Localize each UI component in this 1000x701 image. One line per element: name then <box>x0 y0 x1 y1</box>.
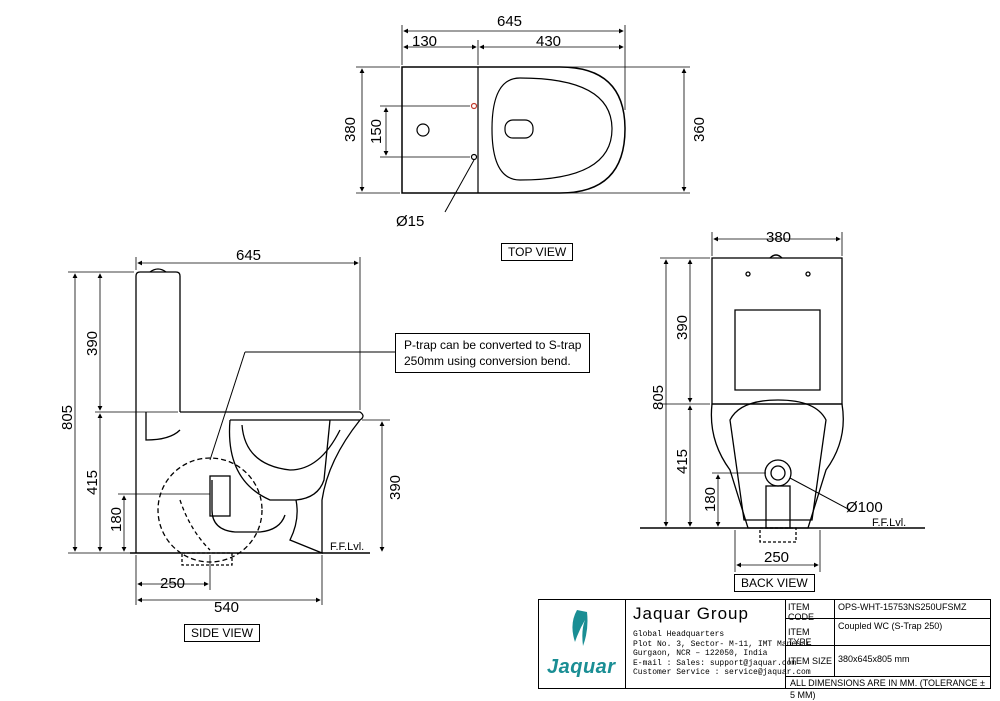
back-setout-dim: 250 <box>764 549 789 566</box>
top-hole-dia-dim: Ø15 <box>396 213 424 230</box>
back-view-drawing <box>640 232 925 572</box>
back-outlet-dim: 180 <box>702 487 719 512</box>
item-size-value: 380x645x805 mm <box>838 654 910 664</box>
side-length-dim: 645 <box>236 247 261 264</box>
back-floor-label: F.F.Lvl. <box>872 517 906 529</box>
company-name: Jaquar Group <box>633 604 749 623</box>
company-cell: Jaquar Group Global Headquarters Plot No… <box>627 600 811 677</box>
side-seat-dim: 415 <box>84 470 101 495</box>
item-code-row: ITEM CODE OPS-WHT-15753NS250UFSMZ <box>786 600 991 622</box>
item-type-value: Coupled WC (S-Trap 250) <box>838 621 943 631</box>
side-outlet-dim: 180 <box>108 507 125 532</box>
side-bowl-h-dim: 390 <box>387 475 404 500</box>
side-view-label: SIDE VIEW <box>184 624 261 642</box>
item-code-value: OPS-WHT-15753NS250UFSMZ <box>838 602 967 612</box>
back-height-dim: 805 <box>650 385 667 410</box>
side-height-dim: 805 <box>59 405 76 430</box>
item-size-key: ITEM SIZE <box>788 656 833 666</box>
top-view-label: TOP VIEW <box>501 243 574 261</box>
top-tank-dim: 130 <box>412 33 437 50</box>
top-holes-dim: 150 <box>368 119 385 144</box>
item-type-key: ITEM TYPE <box>788 627 812 647</box>
back-dia-dim: Ø100 <box>846 499 883 516</box>
item-size-row: ITEM SIZE 380x645x805 mm <box>786 646 991 676</box>
top-view-drawing <box>356 25 690 213</box>
side-floor-label: F.F.Lvl. <box>330 541 364 553</box>
item-code-key: ITEM CODE <box>788 602 815 622</box>
side-setout-dim: 250 <box>160 575 185 592</box>
back-view-label: BACK VIEW <box>734 574 815 592</box>
top-width-dim: 380 <box>342 117 359 142</box>
title-block: Jaquar Jaquar Group Global Headquarters … <box>538 599 991 700</box>
brand-logo-text: Jaquar <box>547 656 616 678</box>
dimensions-footer: ALL DIMENSIONS ARE IN MM. (TOLERANCE ± 5… <box>785 676 990 700</box>
conversion-note-line1: P-trap can be converted to S-trap <box>404 338 582 352</box>
side-base-dim: 540 <box>214 599 239 616</box>
side-view-drawing <box>68 257 395 605</box>
back-width-dim: 380 <box>766 229 791 246</box>
company-address: Global Headquarters Plot No. 3, Sector- … <box>633 630 811 677</box>
back-seat-dim: 415 <box>674 449 691 474</box>
conversion-note: P-trap can be converted to S-trap 250mm … <box>395 333 591 373</box>
conversion-note-line2: 250mm using conversion bend. <box>404 354 571 368</box>
back-tank-dim: 390 <box>674 315 691 340</box>
top-width-bowl-dim: 360 <box>691 117 708 142</box>
logo-cell: Jaquar <box>539 600 626 688</box>
item-type-row: ITEM TYPE Coupled WC (S-Trap 250) <box>786 619 991 647</box>
top-bowl-dim: 430 <box>536 33 561 50</box>
top-length-dim: 645 <box>497 13 522 30</box>
side-tank-dim: 390 <box>84 331 101 356</box>
jaquar-logo-icon <box>572 610 588 646</box>
item-info-grid: ITEM CODE OPS-WHT-15753NS250UFSMZ ITEM T… <box>785 600 991 676</box>
